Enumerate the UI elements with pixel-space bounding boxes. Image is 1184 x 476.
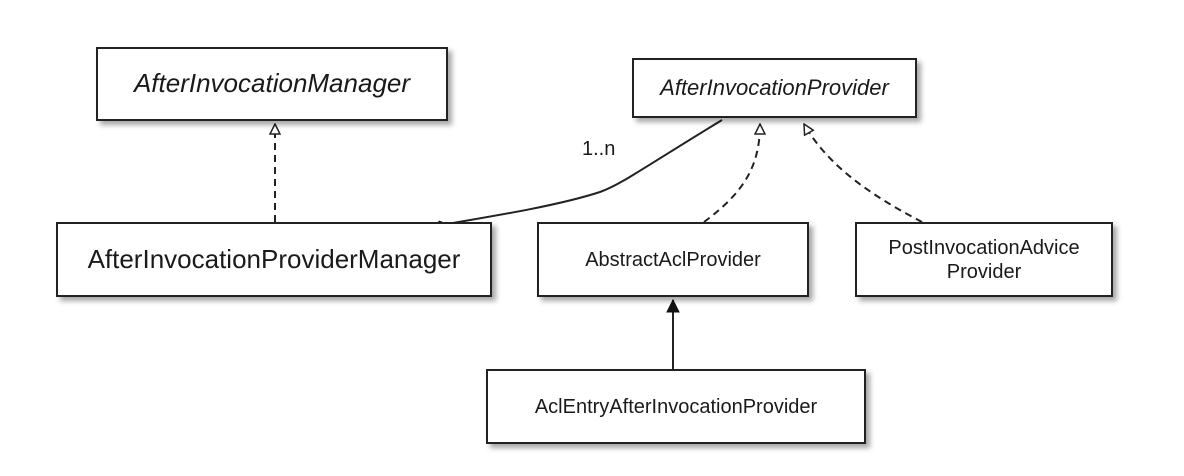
aggregation-aipm-to-aip (432, 119, 723, 230)
class-name-line-1: PostInvocationAdvice (888, 236, 1080, 259)
class-after-invocation-provider[interactable]: AfterInvocationProvider (632, 58, 917, 118)
class-name-after-invocation-provider-manager: AfterInvocationProviderManager (87, 243, 461, 274)
class-post-invocation-advice-provider[interactable]: PostInvocationAdvice Provider (855, 222, 1113, 297)
realization-aap-to-aip (703, 124, 760, 223)
class-name-post-invocation-advice-provider: PostInvocationAdvice Provider (888, 236, 1079, 284)
class-name-after-invocation-manager: AfterInvocationManager (133, 68, 411, 99)
class-after-invocation-provider-manager[interactable]: AfterInvocationProviderManager (56, 222, 492, 297)
class-name-line-2: Provider (946, 260, 1022, 283)
class-name-after-invocation-provider: AfterInvocationProvider (660, 74, 889, 100)
class-after-invocation-manager[interactable]: AfterInvocationManager (96, 47, 448, 121)
class-name-abstract-acl-provider: AbstractAclProvider (585, 248, 761, 271)
realization-piap-to-aip (803, 124, 923, 223)
class-abstract-acl-provider[interactable]: AbstractAclProvider (537, 222, 809, 297)
class-acl-entry-after-invocation-provider[interactable]: AclEntryAfterInvocationProvider (486, 369, 866, 444)
multiplicity-label: 1..n (582, 138, 616, 160)
class-name-acl-entry-after-invocation-provider: AclEntryAfterInvocationProvider (534, 395, 818, 418)
